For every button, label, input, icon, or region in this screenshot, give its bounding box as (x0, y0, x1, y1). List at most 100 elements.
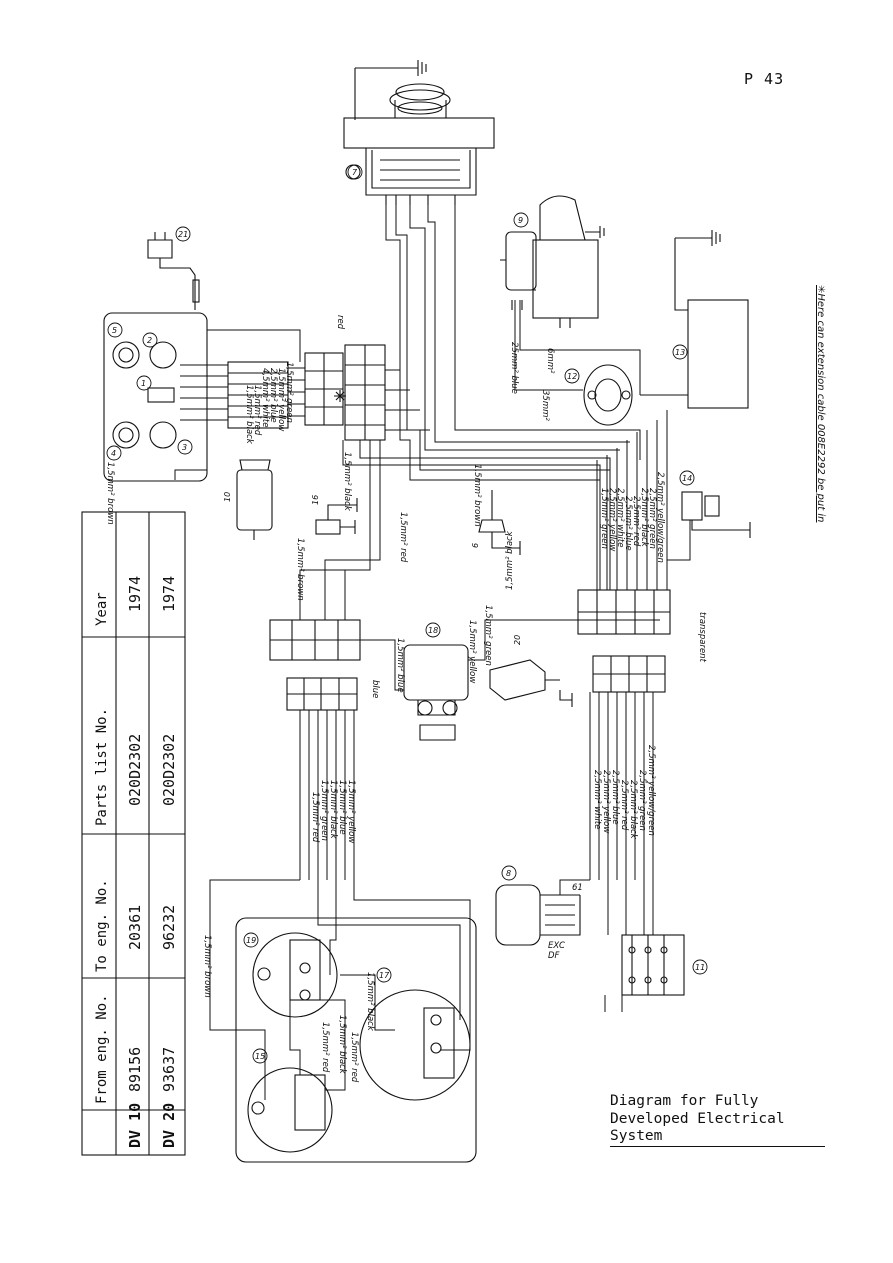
wire-label: blue (370, 680, 380, 698)
terminal-label: DF (548, 951, 560, 961)
wire-label: 2,5mm² yellow (601, 770, 611, 833)
wire-label: 1,5mm² black (244, 385, 254, 445)
starter-motor (500, 195, 605, 328)
wire-label: 2,5mm² blue (623, 496, 633, 551)
wire-label: 2,5mm² red (631, 496, 641, 547)
label-10: 10 (223, 492, 232, 502)
label-6: 6 (471, 543, 480, 548)
label-15: 15 (255, 1052, 265, 1061)
wire-label: 1,5mm² brown (295, 538, 305, 601)
wire-label: 1,5mm² black (505, 530, 515, 590)
parts-table (81, 511, 186, 1156)
wire-label: 2,5mm² black (639, 488, 649, 548)
wire-label: 2,5mm² yellow/green (646, 745, 656, 836)
label-20: 20 (513, 635, 522, 645)
row2-to: 96232 (160, 905, 178, 950)
regulator-8 (495, 884, 581, 946)
wire-label: 1,5mm² red (349, 1032, 359, 1083)
label-2: 2 (147, 336, 152, 345)
label-11: 11 (695, 963, 705, 972)
row1-model: DV 10 (126, 1103, 144, 1148)
wire-label: 2,5mm² blue (610, 770, 620, 825)
wire-label: 1,5mm² red (398, 512, 408, 563)
connector-mid-right (577, 589, 671, 693)
label-13: 13 (675, 348, 685, 357)
wire-label: 1,5mm² brown (105, 462, 115, 525)
wire-label: 6mm² (545, 348, 555, 374)
alternator (343, 60, 495, 205)
wire-label: 4,5mm² white (260, 368, 270, 427)
wire-label: 1,5mm² brown (202, 935, 212, 998)
label-9: 9 (518, 216, 523, 225)
table-header-from: From eng. No. (94, 994, 110, 1104)
label-14: 14 (682, 474, 692, 483)
connector-mid-left (269, 619, 361, 711)
connector-top (227, 344, 386, 441)
label-8: 8 (506, 869, 511, 878)
component-numbers (106, 164, 708, 1064)
component-10 (236, 459, 273, 540)
row1-to: 20361 (126, 905, 144, 950)
wiring-harness (174, 205, 691, 1100)
wire-label: 2,5mm² yellow/green (655, 472, 665, 563)
wire-label: 1,5mm² black (337, 1015, 347, 1075)
wire-label: 1,5mm² green (599, 488, 609, 549)
sensor-6 (478, 490, 521, 555)
label-7: 7 (352, 168, 358, 177)
diagram-caption: Diagram for Fully Developed Electrical S… (610, 1093, 825, 1147)
row2-model: DV 20 (160, 1103, 178, 1148)
main-switch (583, 364, 633, 426)
wire-label: transparent (697, 612, 707, 663)
label-17: 17 (379, 971, 390, 980)
wire-labels: 1,5mm² green 1,5mm² yellow 2,5mm² blue 4… (105, 285, 826, 1083)
table-header-year: Year (94, 592, 110, 626)
caption-line-2: Developed Electrical (610, 1110, 785, 1127)
wire-label: red (335, 315, 345, 330)
wire-label: 2,5mm² black (628, 780, 638, 840)
sensor-20 (489, 659, 573, 707)
wire-label: 1,5mm² red (252, 385, 262, 436)
label-21: 21 (178, 230, 188, 239)
terminal-label: 61 (572, 883, 583, 893)
wire-label: 2,5mm² white (615, 488, 625, 547)
row1-parts: 020D2302 (126, 734, 144, 806)
wire-label: 2,5mm² white (592, 770, 602, 829)
sensor-14 (681, 491, 751, 538)
wire-label: 2,5mm² red (619, 780, 629, 831)
fuse-box-11 (621, 934, 685, 996)
wire-label: 2,5mm² yellow (607, 488, 617, 551)
wire-label: 1,5mm² black (342, 452, 352, 512)
label-3: 3 (182, 443, 187, 452)
row2-from: 93637 (160, 1047, 178, 1092)
wire-label: 1,5mm² blue (395, 638, 405, 693)
wire-label: 1,5mm² yellow (467, 620, 477, 683)
wire-label: 2,5mm² blue (268, 368, 278, 423)
table-header-to: To eng. No. (94, 879, 110, 972)
wire-label: 1,5mm² green (284, 362, 294, 423)
terminal-label: EXC (548, 941, 565, 951)
label-1: 1 (141, 379, 146, 388)
wire-label: 1,5mm² green (319, 780, 329, 841)
label-5: 5 (112, 326, 117, 335)
instrument-panel (103, 312, 208, 482)
wire-label: 1,5mm² red (310, 792, 320, 843)
row1-year: 1974 (126, 576, 144, 612)
parts-table-text: Year Parts list No. To eng. No. From eng… (94, 576, 178, 1148)
caption-line-1: Diagram for Fully (610, 1093, 759, 1109)
wire-label: 1,5mm² yellow (346, 780, 356, 843)
sensor-16 (315, 498, 358, 535)
wire-label: 1,5mm² black (365, 972, 375, 1032)
battery (640, 230, 749, 409)
sender-21 (147, 232, 200, 310)
row2-parts: 020D2302 (160, 734, 178, 806)
relay-18 (403, 644, 469, 741)
wire-label: 1,5mm² blue (337, 780, 347, 835)
table-header-parts: Parts list No. (94, 708, 110, 826)
component-number-labels: 7 9 5 2 1 3 4 21 12 13 14 18 8 11 19 15 … (111, 168, 705, 1061)
wire-label: 1,5mm² black (328, 780, 338, 840)
row1-from: 89156 (126, 1047, 144, 1092)
wire-label: 35mm² (540, 390, 550, 421)
label-12: 12 (567, 372, 577, 381)
row2-year: 1974 (160, 576, 178, 612)
